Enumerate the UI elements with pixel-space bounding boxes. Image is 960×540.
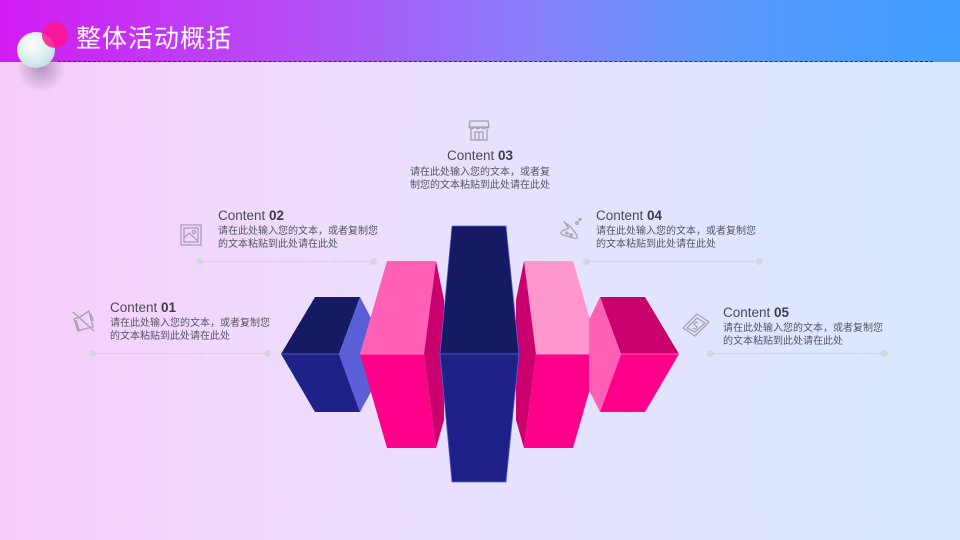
page-title: 整体活动概括 bbox=[76, 25, 233, 53]
connector-line bbox=[95, 353, 265, 354]
connector-dot bbox=[707, 350, 714, 357]
content-04-text: 请在此处输入您的文本，或者复制您的文本粘贴到此处请在此处 bbox=[596, 226, 756, 250]
content-03-heading: Content 03 bbox=[446, 148, 514, 163]
content-03-text: 请在此处输入您的文本，或者复制您的文本粘贴到此处请在此处 bbox=[410, 167, 550, 191]
content-item-04: Content 04 请在此处输入您的文本，或者复制您的文本粘贴到此处请在此处 bbox=[596, 208, 756, 251]
block-05 bbox=[589, 297, 679, 412]
content-item-02: Content 02 请在此处输入您的文本，或者复制您的文本粘贴到此处请在此处 bbox=[218, 208, 378, 251]
content-item-03: Content 03 请在此处输入您的文本，或者复制您的文本粘贴到此处请在此处 bbox=[408, 148, 552, 192]
block-03 bbox=[439, 225, 520, 483]
connector-dot bbox=[756, 258, 763, 265]
content-02-text: 请在此处输入您的文本，或者复制您的文本粘贴到此处请在此处 bbox=[218, 226, 378, 250]
content-01-text: 请在此处输入您的文本，或者复制您的文本粘贴到此处请在此处 bbox=[110, 318, 270, 342]
connector-dot bbox=[196, 258, 203, 265]
title-divider bbox=[58, 61, 933, 62]
connector-dot bbox=[583, 258, 590, 265]
content-02-heading: Content 02 bbox=[218, 208, 285, 223]
logo-circle-pink bbox=[42, 22, 68, 48]
connector-line bbox=[713, 353, 883, 354]
connector-dot bbox=[370, 258, 377, 265]
flask-icon bbox=[556, 217, 582, 248]
block-02 bbox=[360, 261, 444, 448]
connector-line bbox=[589, 261, 757, 262]
content-item-01: Content 01 请在此处输入您的文本，或者复制您的文本粘贴到此处请在此处 bbox=[110, 300, 275, 343]
connector-dot bbox=[264, 350, 271, 357]
money-icon bbox=[681, 311, 711, 344]
title-bar bbox=[0, 0, 960, 62]
block-04 bbox=[516, 261, 600, 448]
content-05-heading: Content 05 bbox=[723, 305, 790, 320]
content-item-05: Content 05 请在此处输入您的文本，或者复制您的文本粘贴到此处请在此处 bbox=[723, 305, 888, 348]
shop-icon bbox=[467, 118, 491, 147]
picture-icon bbox=[179, 223, 203, 252]
connector-line bbox=[202, 261, 370, 262]
content-01-heading: Content 01 bbox=[110, 300, 177, 315]
connector-dot bbox=[881, 350, 888, 357]
connector-dot bbox=[89, 350, 96, 357]
content-05-text: 请在此处输入您的文本，或者复制您的文本粘贴到此处请在此处 bbox=[723, 323, 883, 347]
content-04-heading: Content 04 bbox=[596, 208, 663, 223]
block-01 bbox=[281, 297, 372, 412]
speaker-mute-icon bbox=[70, 307, 98, 340]
